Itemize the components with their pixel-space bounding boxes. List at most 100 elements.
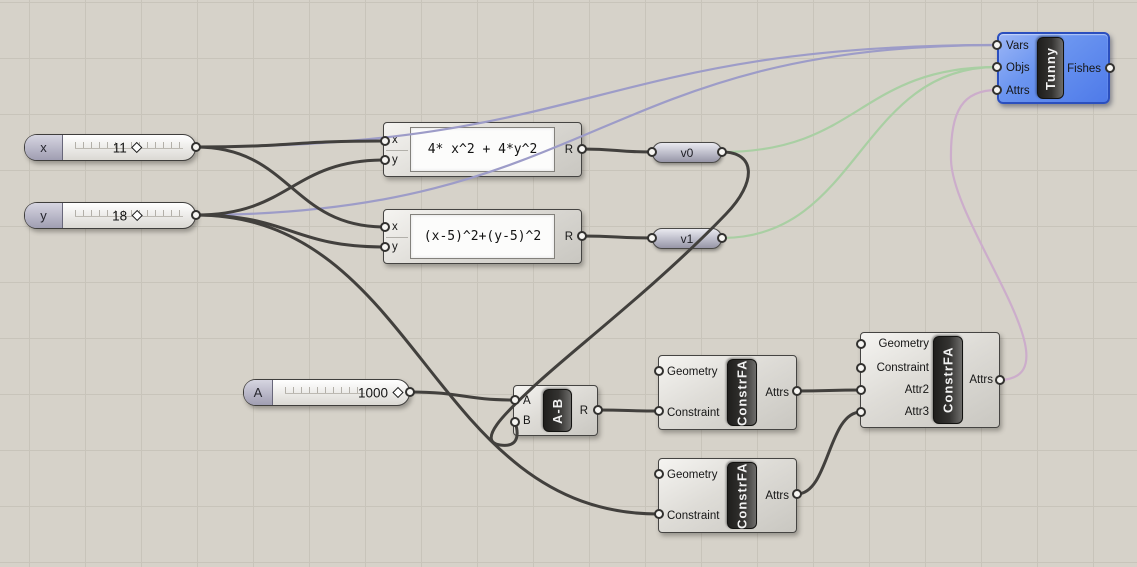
relay-v1-label: v1 [680,231,694,246]
slider-y-value[interactable]: 18 [112,208,128,223]
port-constr2-geometry[interactable] [654,469,664,479]
port-tunny-attrs[interactable] [992,85,1002,95]
port-tunny-fishes[interactable] [1105,63,1115,73]
port-constr1-constraint[interactable] [654,406,664,416]
wire-slider-y-to-expr1-y[interactable] [195,158,386,217]
wire-v0-to-tunny-objs[interactable] [721,65,998,154]
tunny-node[interactable]: Vars Objs Attrs Tunny Fishes [997,32,1110,104]
port-expr1-x[interactable] [380,136,390,146]
wire-slider-y-to-expr2-y[interactable] [195,213,386,249]
port-subtract-result[interactable] [593,405,603,415]
port-v0-output[interactable] [717,147,727,157]
port-slider-x-output[interactable] [191,142,201,152]
wire-slider-y-to-tunny-vars[interactable] [195,43,998,217]
constrfa-node-2[interactable]: Geometry Constraint ConstrFA Attrs [658,458,797,533]
constrfa-node-3[interactable]: Geometry Constraint Attr2 Attr3 ConstrFA… [860,332,1000,428]
slider-a-value[interactable]: 1000 [357,385,388,400]
relay-v1[interactable]: v1 [652,228,722,249]
relay-v0-label: v0 [680,145,694,160]
constr3-output-attrs-label: Attrs [969,374,993,386]
tunny-output-fishes-label: Fishes [1067,63,1101,75]
constr3-input-constraint-label: Constraint [876,362,929,374]
wire-subtract-to-constr1-constraint[interactable] [597,408,660,413]
slider-x-ruler [75,142,183,149]
constr1-input-constraint-label: Constraint [667,407,720,419]
constr2-name-capsule[interactable]: ConstrFA [727,462,757,529]
constr1-input-geometry-label: Geometry [667,366,718,378]
expression-node-2[interactable]: x y (x-5)^2+(y-5)^2 R [383,209,582,264]
slider-y-track[interactable]: 18 [63,203,195,228]
slider-a-label: A [244,380,273,405]
slider-x-knob-icon[interactable] [131,141,143,154]
constr2-output-attrs-label: Attrs [765,489,789,502]
slider-x-track[interactable]: 11 [63,135,195,160]
number-slider-a[interactable]: A 1000 [243,379,410,406]
port-tunny-vars[interactable] [992,40,1002,50]
wire-v0-to-subtract-b[interactable] [489,150,750,447]
slider-a-track[interactable]: 1000 [273,380,409,405]
port-tunny-objs[interactable] [992,62,1002,72]
port-constr3-attr2[interactable] [856,385,866,395]
wire-slider-y-to-constr2-constraint[interactable] [195,213,659,516]
wire-constr1-to-constr3-attr2[interactable] [796,388,862,393]
port-constr2-constraint[interactable] [654,509,664,519]
wire-constr2-to-constr3-attr3[interactable] [796,410,862,496]
expr1-output-r-label: R [564,143,573,156]
relay-v0[interactable]: v0 [652,142,722,163]
constr3-name-capsule[interactable]: ConstrFA [933,336,963,424]
subtract-name-capsule[interactable]: A-B [543,389,572,432]
tunny-name-capsule[interactable]: Tunny [1037,37,1064,99]
number-slider-x[interactable]: x 11 [24,134,196,161]
constr1-name-capsule[interactable]: ConstrFA [727,359,757,426]
port-slider-y-output[interactable] [191,210,201,220]
port-constr3-geometry[interactable] [856,339,866,349]
port-expr1-result[interactable] [577,144,587,154]
slider-x-label: x [25,135,63,160]
wire-expr1-to-v0[interactable] [581,147,653,154]
port-slider-a-output[interactable] [405,387,415,397]
tunny-input-attrs-label: Attrs [1006,85,1030,97]
number-slider-y[interactable]: y 18 [24,202,196,229]
port-constr1-geometry[interactable] [654,366,664,376]
wire-constr3-to-tunny-attrs[interactable] [949,88,1028,382]
subtract-input-a-label: A [523,395,531,407]
expr1-expression-text[interactable]: 4* x^2 + 4*y^2 [410,127,555,172]
wire-slider-a-to-subtract-a[interactable] [409,390,516,402]
port-constr3-attrs[interactable] [995,375,1005,385]
constr3-input-attr2-label: Attr2 [904,384,929,396]
slider-a-knob-icon[interactable] [392,386,404,399]
port-constr3-attr3[interactable] [856,407,866,417]
wire-expr2-to-v1[interactable] [581,234,653,240]
slider-y-label: y [25,203,63,228]
wire-v1-to-tunny-objs[interactable] [721,65,998,240]
port-v0-input[interactable] [647,147,657,157]
port-v1-output[interactable] [717,233,727,243]
constrfa-node-1[interactable]: Geometry Constraint ConstrFA Attrs [658,355,797,430]
wire-slider-x-to-expr1-x[interactable] [195,139,386,149]
port-constr2-attrs[interactable] [792,489,802,499]
port-expr2-y[interactable] [380,242,390,252]
constr1-output-attrs-label: Attrs [765,386,789,399]
expr1-input-y-label: y [392,154,398,166]
port-expr1-y[interactable] [380,155,390,165]
subtraction-node[interactable]: A B A-B R [513,385,598,436]
expr2-input-y-label: y [392,241,398,253]
slider-y-knob-icon[interactable] [131,209,143,222]
port-subtract-b[interactable] [510,417,520,427]
constr3-input-geometry-label: Geometry [878,338,930,350]
subtract-input-b-label: B [523,415,531,427]
port-subtract-a[interactable] [510,395,520,405]
port-expr2-result[interactable] [577,231,587,241]
expr2-output-r-label: R [564,230,573,243]
slider-x-value[interactable]: 11 [112,140,127,155]
port-constr1-attrs[interactable] [792,386,802,396]
constr2-input-constraint-label: Constraint [667,510,720,522]
port-constr3-constraint[interactable] [856,363,866,373]
port-v1-input[interactable] [647,233,657,243]
port-expr2-x[interactable] [380,222,390,232]
tunny-input-vars-label: Vars [1006,40,1029,52]
expr2-expression-text[interactable]: (x-5)^2+(y-5)^2 [410,214,555,259]
constr3-input-attr3-label: Attr3 [904,406,929,418]
